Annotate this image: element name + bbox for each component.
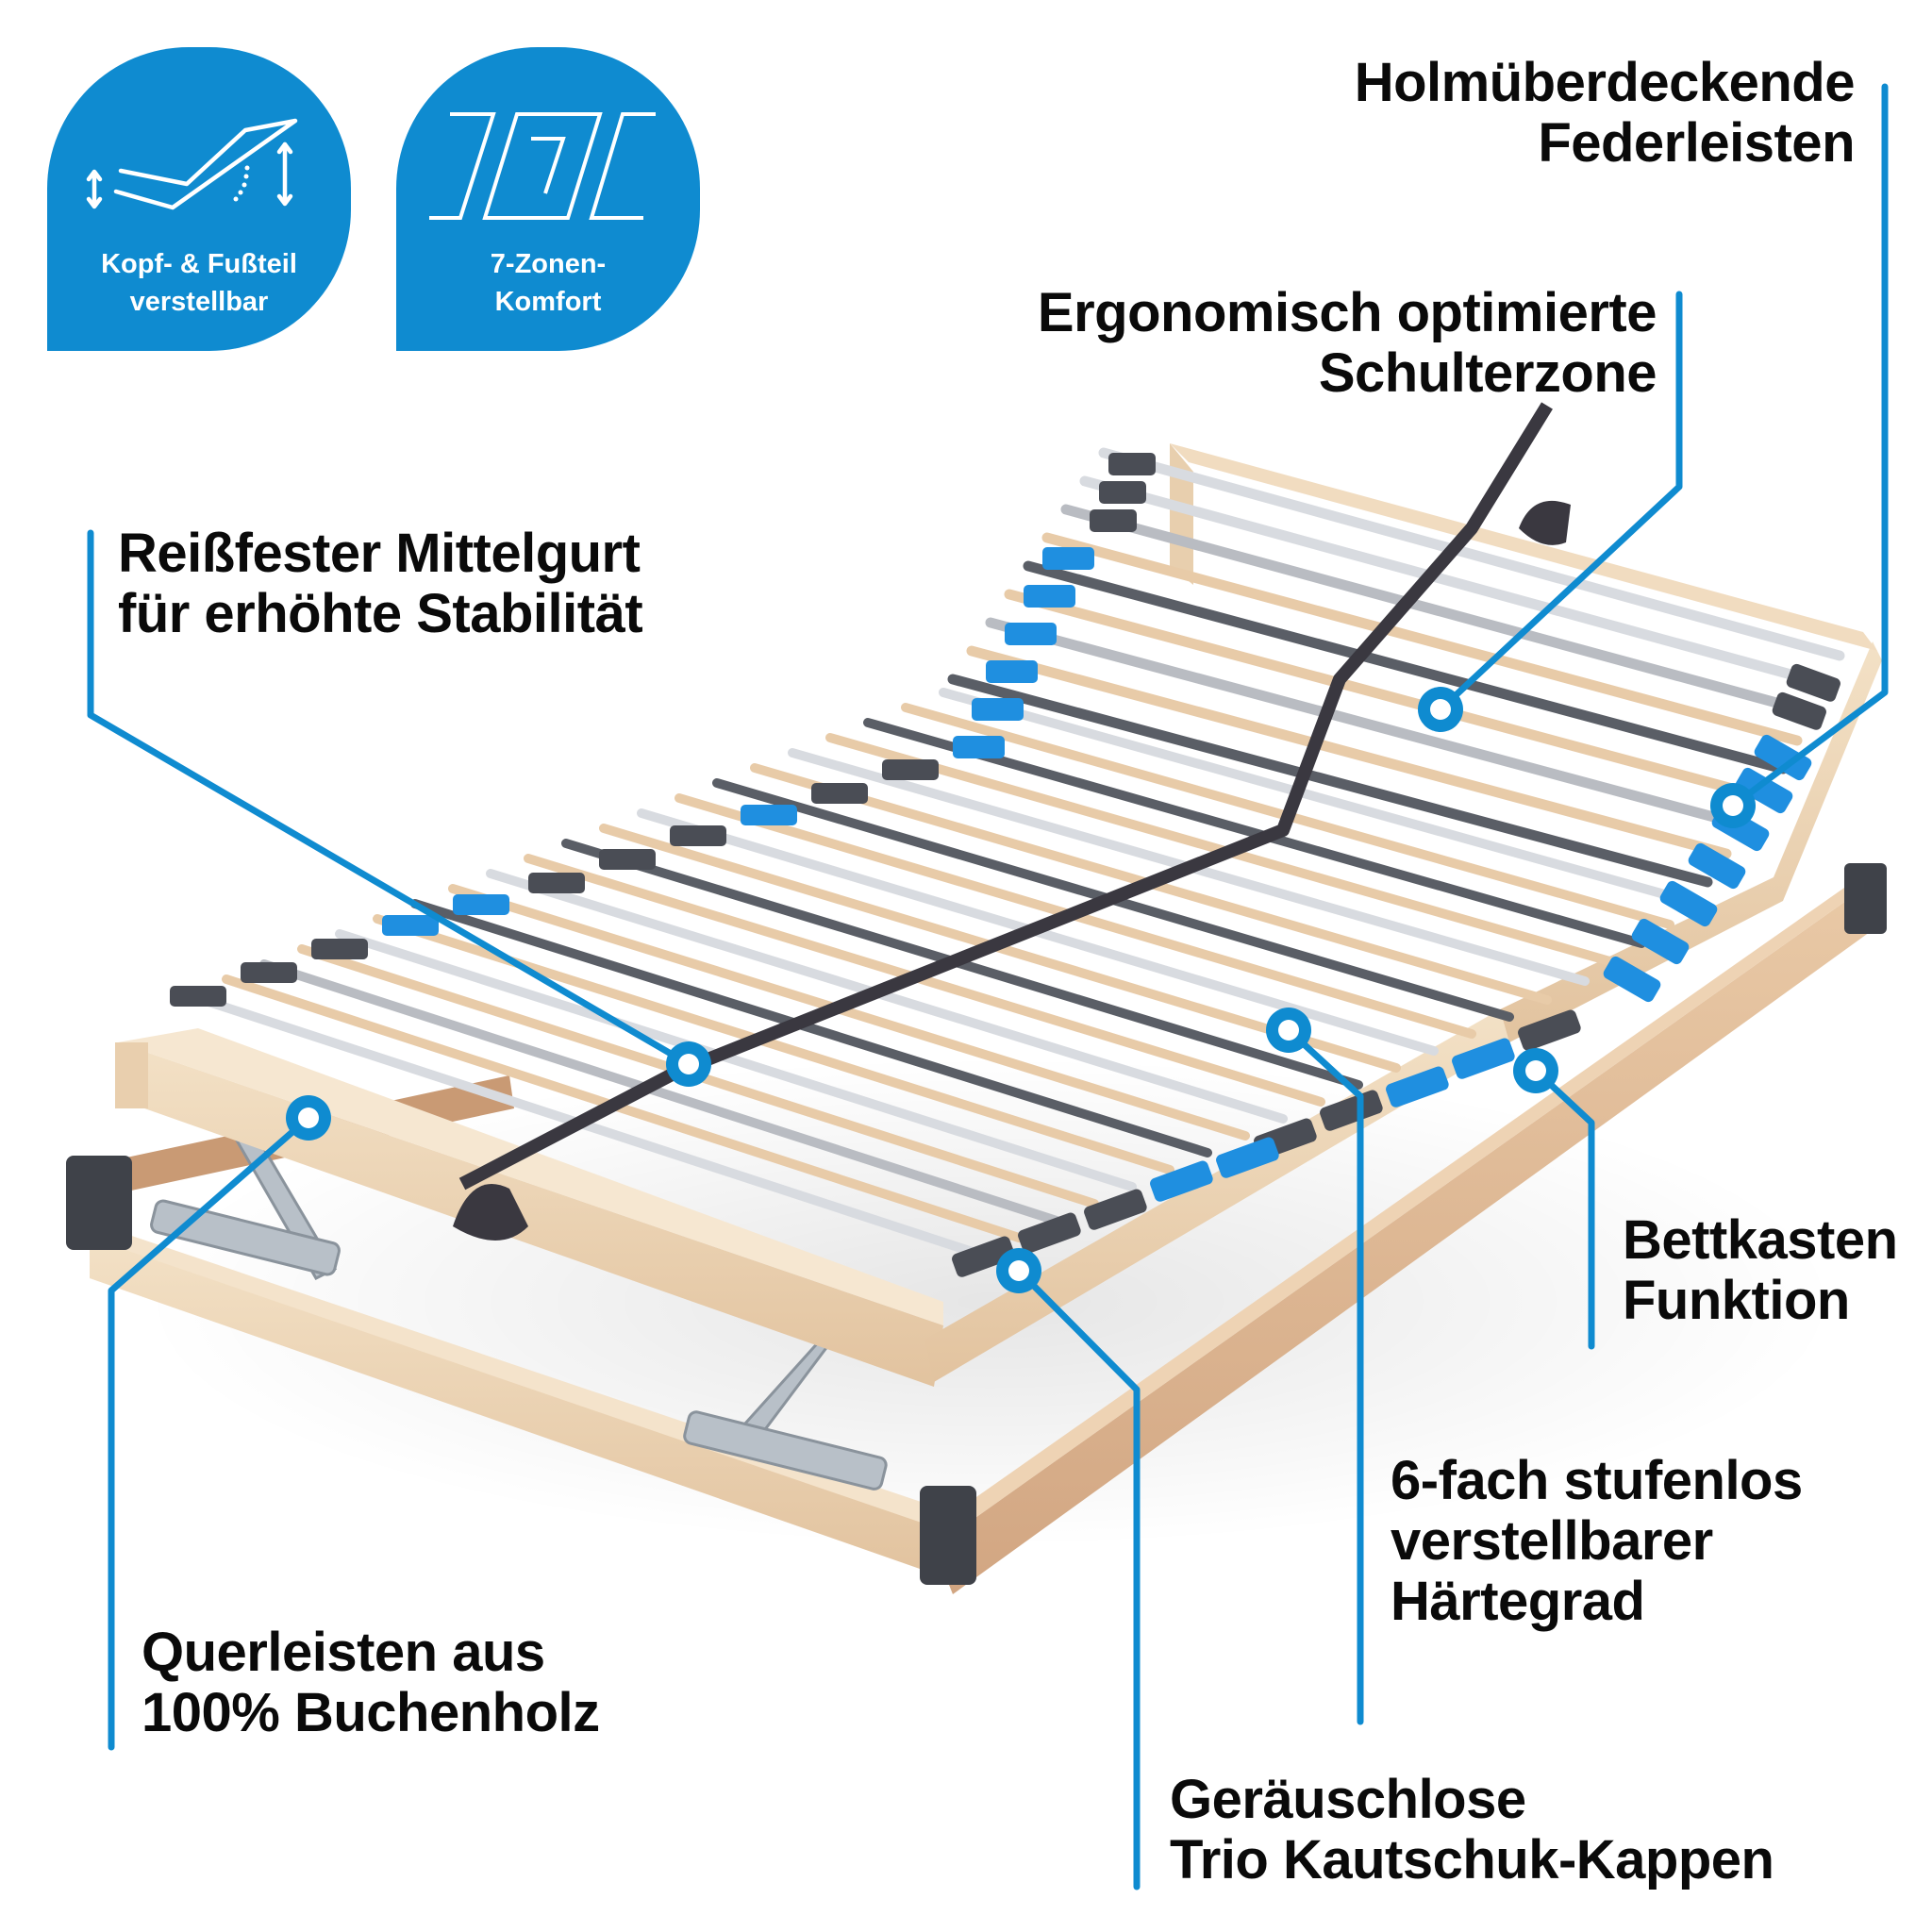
callout-mittelgurt: Reißfester Mittelgurt für erhöhte Stabil… <box>118 523 643 644</box>
marker-federleisten-icon <box>1710 783 1756 828</box>
badge-seven-zones: 7-Zonen- Komfort <box>396 47 700 351</box>
slat-caps-right <box>952 663 1840 1277</box>
callout-connectors <box>87 83 1889 1890</box>
connector-bettkasten <box>1532 1067 1595 1350</box>
connector-schulterzone <box>1437 291 1683 713</box>
callout-markers <box>286 687 1756 1293</box>
callout-bettkasten: Bettkasten Funktion <box>1623 1209 1898 1331</box>
belt-loop <box>1519 500 1571 545</box>
corner-cap <box>66 1156 132 1250</box>
marker-schulterzone-icon <box>1418 687 1463 732</box>
connector-querleisten <box>108 1114 312 1751</box>
base-frame <box>66 863 1887 1594</box>
belt-loop <box>453 1184 528 1241</box>
callout-kappen: Geräuschlose Trio Kautschuk-Kappen <box>1170 1769 1774 1890</box>
connector-federleisten <box>1729 83 1889 809</box>
center-belt <box>458 402 1553 1191</box>
badge-label: Kopf- & Fußteil verstellbar <box>101 249 297 317</box>
adjustable-head-foot-icon <box>86 118 298 210</box>
corner-cap <box>1844 863 1887 934</box>
connector-haertegrad <box>1285 1026 1364 1725</box>
connector-kappen <box>1015 1267 1141 1890</box>
marker-mittelgurt-icon <box>666 1041 711 1087</box>
badge-label: 7-Zonen- Komfort <box>490 249 607 317</box>
callout-querleisten: Querleisten aus 100% Buchenholz <box>142 1622 600 1743</box>
corner-cap <box>920 1486 976 1585</box>
marker-kappen-icon <box>996 1248 1041 1293</box>
marker-haertegrad-icon <box>1266 1008 1311 1053</box>
seven-zones-icon <box>429 112 656 220</box>
connector-mittelgurt <box>87 529 692 1068</box>
marker-bettkasten-icon <box>1513 1048 1558 1093</box>
callout-schulterzone: Ergonomisch optimierte Schulterzone <box>1037 282 1657 404</box>
slat-caps-left <box>170 453 1156 1007</box>
callout-federleisten: Holmüberdeckende Federleisten <box>1354 52 1856 174</box>
slats <box>184 402 1845 1259</box>
badge-head-foot-adjustable: Kopf- & Fußteil verstellbar <box>47 47 351 351</box>
callout-haertegrad: 6-fach stufenlos verstellbarer Härtegrad <box>1391 1450 1803 1632</box>
marker-querleisten-icon <box>286 1095 331 1141</box>
